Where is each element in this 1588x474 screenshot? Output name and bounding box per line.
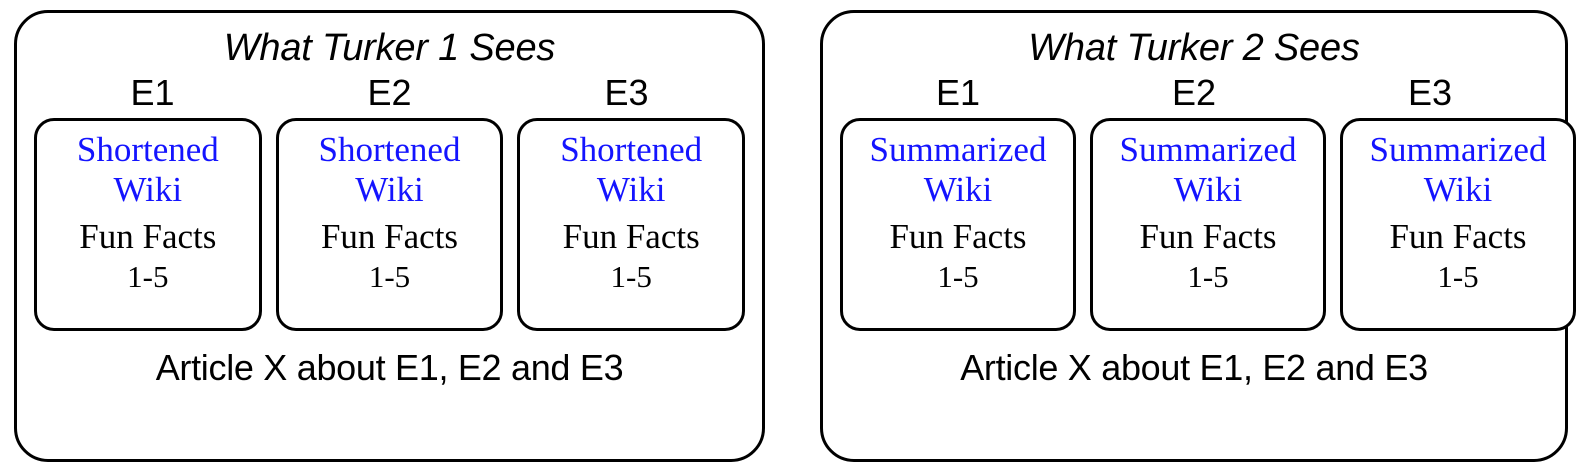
entity-card-e1: Shortened Wiki Fun Facts 1-5 <box>34 118 262 331</box>
entity-card-e3: Summarized Wiki Fun Facts 1-5 <box>1340 118 1576 331</box>
fun-facts-range: 1-5 <box>368 259 411 294</box>
wiki-label: Shortened Wiki <box>319 130 461 210</box>
fun-facts-range: 1-5 <box>1187 259 1229 294</box>
entity-card-e2: Shortened Wiki Fun Facts 1-5 <box>275 118 504 331</box>
fun-facts-label: Fun Facts <box>889 217 1027 256</box>
card-row: Shortened Wiki Fun Facts 1-5 Shortened W… <box>17 118 762 331</box>
panel-turker-1: What Turker 1 Sees E1 E2 E3 Shortened Wi… <box>14 10 765 462</box>
card-row: Summarized Wiki Fun Facts 1-5 Summarized… <box>823 118 1576 331</box>
panel-caption: Article X about E1, E2 and E3 <box>155 347 624 388</box>
panel-turker-2: What Turker 2 Sees E1 E2 E3 Summarized W… <box>820 10 1576 462</box>
fun-facts-label: Fun Facts <box>562 217 700 256</box>
entity-card-e2: Summarized Wiki Fun Facts 1-5 <box>1090 118 1326 331</box>
wiki-label-line2: Wiki <box>1423 170 1493 209</box>
wiki-label-line1: Shortened <box>560 130 703 169</box>
fun-facts-range: 1-5 <box>127 259 169 294</box>
wiki-label: Shortened Wiki <box>77 130 219 210</box>
column-label-row: E1 E2 E3 <box>823 72 1565 114</box>
panel-caption: Article X about E1, E2 and E3 <box>960 347 1428 388</box>
column-label-e3: E3 <box>604 72 649 113</box>
column-label-e1: E1 <box>130 72 175 113</box>
column-label-e1: E1 <box>935 72 981 113</box>
wiki-label-line2: Wiki <box>1173 170 1243 209</box>
column-label-row: E1 E2 E3 <box>17 72 762 114</box>
wiki-label-line2: Wiki <box>113 170 183 209</box>
fun-facts-label: Fun Facts <box>1389 217 1527 256</box>
wiki-label-line1: Summarized <box>1119 130 1297 169</box>
column-label-e2: E2 <box>367 72 412 113</box>
entity-card-e3: Shortened Wiki Fun Facts 1-5 <box>517 118 746 331</box>
fun-facts-label: Fun Facts <box>79 217 217 256</box>
fun-facts-range: 1-5 <box>1437 259 1479 294</box>
wiki-label: Summarized Wiki <box>833 130 1083 210</box>
panel-title: What Turker 1 Sees <box>223 27 556 69</box>
fun-facts-label: Fun Facts <box>1139 217 1277 256</box>
wiki-label: Shortened Wiki <box>560 130 702 210</box>
wiki-label-line1: Summarized <box>869 130 1047 169</box>
column-label-e2: E2 <box>1171 72 1217 113</box>
wiki-label-line1: Shortened <box>76 130 219 169</box>
wiki-label-line1: Shortened <box>318 130 461 169</box>
fun-facts-label: Fun Facts <box>320 217 459 256</box>
wiki-label-line2: Wiki <box>355 170 424 209</box>
wiki-label: Summarized Wiki <box>1083 130 1333 210</box>
wiki-label-line1: Summarized <box>1369 130 1547 169</box>
panel-title: What Turker 2 Sees <box>1028 27 1360 69</box>
wiki-label: Summarized Wiki <box>1333 130 1583 210</box>
wiki-label-line2: Wiki <box>923 170 993 209</box>
entity-card-e1: Summarized Wiki Fun Facts 1-5 <box>840 118 1076 331</box>
wiki-label-line2: Wiki <box>596 170 666 209</box>
column-label-e3: E3 <box>1407 72 1453 113</box>
fun-facts-range: 1-5 <box>610 259 652 294</box>
fun-facts-range: 1-5 <box>937 259 979 294</box>
